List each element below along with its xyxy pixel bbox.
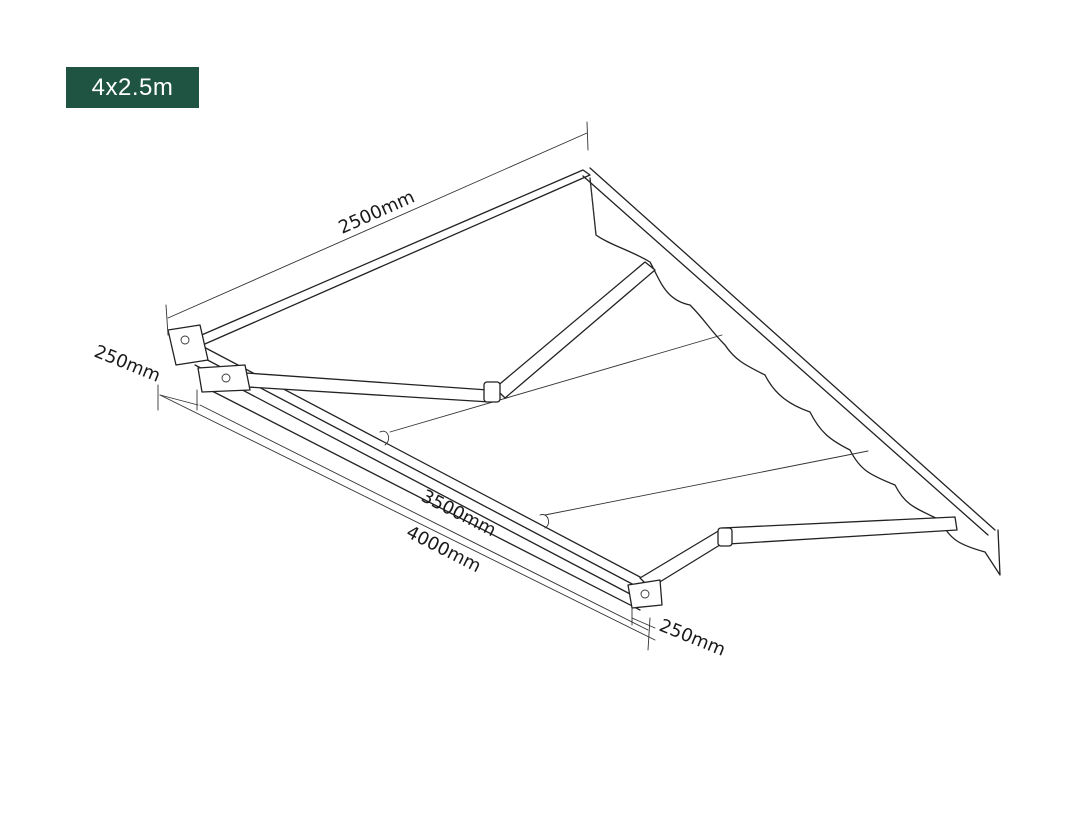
fabric-ribs	[389, 334, 869, 516]
folding-arm-left	[231, 261, 656, 403]
dimension-width-inner: 3500mm	[196, 389, 649, 631]
dimension-offset-right: 250mm	[631, 607, 728, 661]
dimension-projection: 2500mm	[165, 121, 589, 336]
size-badge: 4x2.5m	[66, 67, 199, 108]
dimension-width-total: 4000mm	[157, 384, 656, 651]
dimension-projection-label: 2500mm	[335, 186, 417, 238]
dimension-offset-right-label: 250mm	[656, 615, 728, 660]
size-badge-label: 4x2.5m	[91, 73, 174, 101]
canopy-fabric	[189, 167, 1001, 576]
folding-arm-right	[639, 516, 958, 589]
wall-bracket-left	[167, 324, 251, 393]
dimension-offset-left-label: 250mm	[91, 341, 163, 386]
wall-bracket-right	[627, 579, 663, 609]
